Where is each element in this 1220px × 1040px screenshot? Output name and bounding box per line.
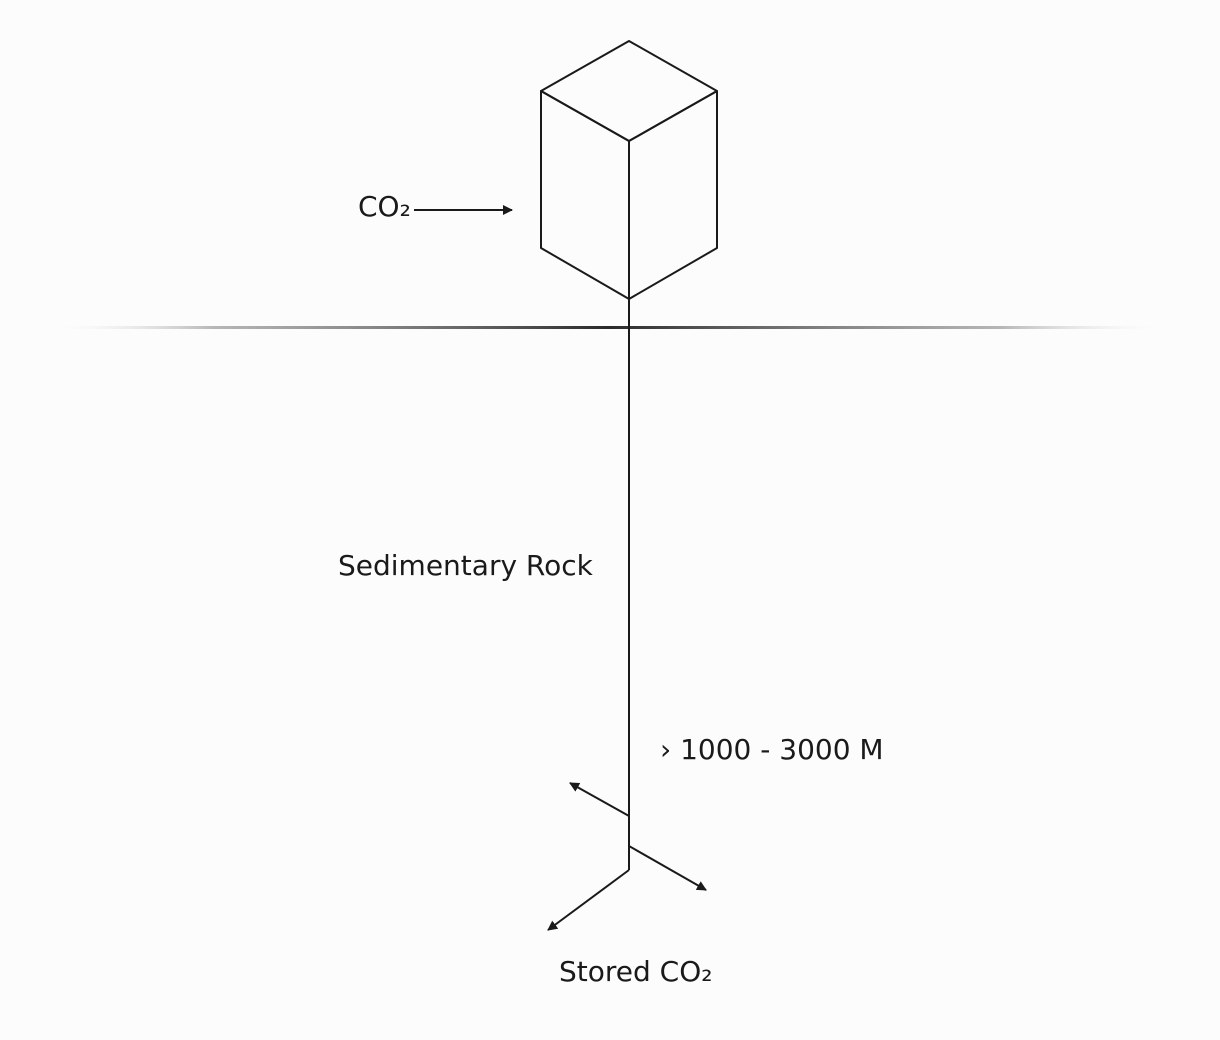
sedimentary-rock-label: Sedimentary Rock: [338, 549, 593, 582]
facility-cube: [540, 40, 718, 300]
stored-co2-label: Stored CO₂: [559, 955, 713, 988]
ground-surface-line: [45, 326, 1170, 329]
depth-label: › 1000 - 3000 M: [660, 733, 884, 766]
co2-input-label: CO₂: [358, 190, 411, 223]
cube-right-face: [628, 90, 718, 300]
upper-left-branch-arrow: [569, 782, 630, 817]
cube-left-face: [540, 90, 630, 300]
lower-left-branch-arrow: [547, 869, 630, 931]
right-branch-arrow: [628, 845, 707, 891]
cube-top-face: [540, 40, 718, 142]
